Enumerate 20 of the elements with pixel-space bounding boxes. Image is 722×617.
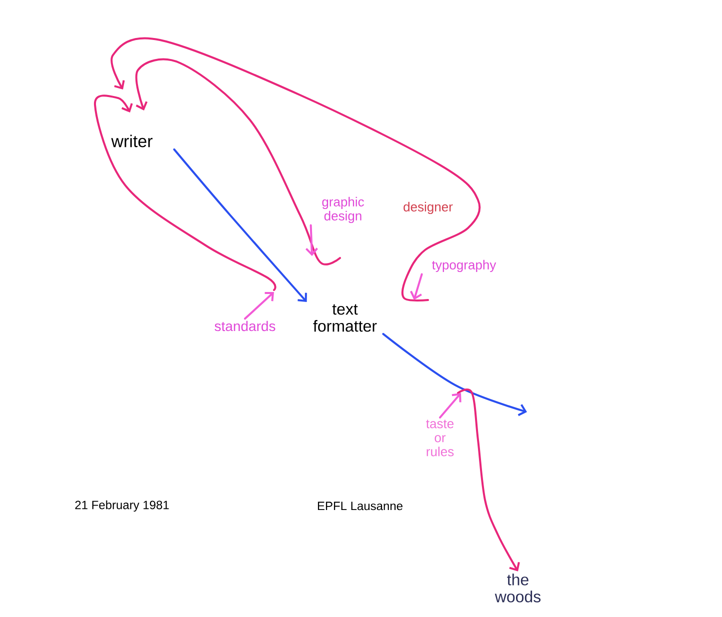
handwritten-label: graphic design	[322, 196, 364, 224]
handwritten-label: text formatter	[313, 304, 377, 332]
handwritten-label: taste or rules	[426, 420, 454, 456]
caption-text: 21 February 1981	[75, 500, 169, 512]
leader-arrow	[410, 273, 423, 300]
handwritten-label: standards	[214, 320, 276, 332]
curved-arrow	[94, 94, 276, 291]
handwritten-label: typography	[432, 260, 496, 272]
leader-arrow	[244, 292, 274, 320]
arrow	[173, 148, 307, 302]
curved-arrow	[110, 37, 481, 302]
handwritten-label: writer	[111, 134, 152, 148]
handwritten-label: designer	[404, 202, 453, 214]
arrow	[382, 332, 527, 416]
handwritten-label: the woods	[494, 574, 541, 602]
caption-text: EPFL Lausanne	[318, 502, 402, 510]
leader-arrow	[306, 224, 318, 256]
leader-arrow	[439, 393, 462, 419]
curved-arrow	[457, 388, 520, 572]
curved-arrow	[135, 58, 341, 266]
